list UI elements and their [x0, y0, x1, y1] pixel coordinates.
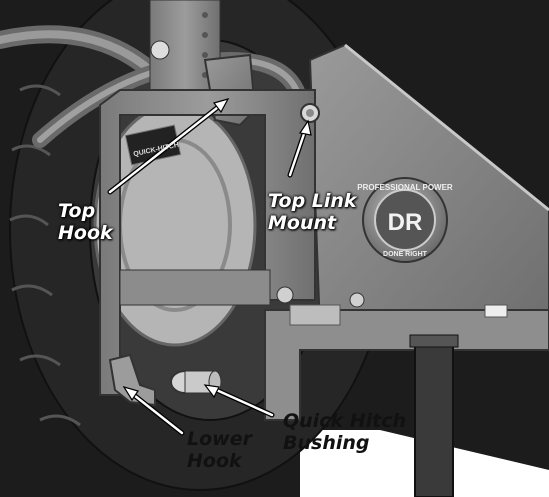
stand-leg: [414, 339, 454, 497]
tire-tread: [9, 84, 81, 427]
top-link-mount-label: Top Link Mount: [268, 190, 357, 234]
quick-hitch-bushing-label-line2: Bushing: [283, 432, 370, 454]
top-hook-label-line1: Top: [58, 200, 96, 222]
lower-hook-label: Lower Hook: [187, 428, 252, 472]
lower-hook-label-line1: Lower: [187, 428, 252, 450]
badge-text-top: PROFESSIONAL POWER: [357, 183, 453, 192]
hitch-beam: [264, 309, 549, 421]
arrow-top-hook: [107, 98, 230, 195]
quick-hitch-frame: [99, 89, 316, 396]
quick-hitch-bushing-label: Quick Hitch Bushing: [283, 410, 406, 454]
badge-text-bottom: DONE RIGHT: [383, 251, 428, 258]
arrow-lower-hook: [122, 385, 185, 436]
lower-hook-part: [108, 353, 156, 407]
top-link-mount-label-line1: Top Link: [268, 190, 357, 212]
badge-text-center: DR: [388, 209, 423, 236]
top-hook-label: Top Hook: [58, 200, 113, 244]
lower-hook-label-line2: Hook: [187, 450, 242, 472]
arrow-bushing: [203, 384, 275, 418]
dr-badge: [362, 177, 448, 263]
top-hook-label-line2: Hook: [58, 222, 113, 244]
quick-hitch-bushing-label-line1: Quick Hitch: [283, 410, 406, 432]
arrow-top-link-mount: [287, 119, 312, 178]
top-link-mount-label-line2: Mount: [268, 212, 337, 234]
callout-arrows: [107, 98, 312, 436]
top-link-mount-bolt: [300, 103, 320, 123]
